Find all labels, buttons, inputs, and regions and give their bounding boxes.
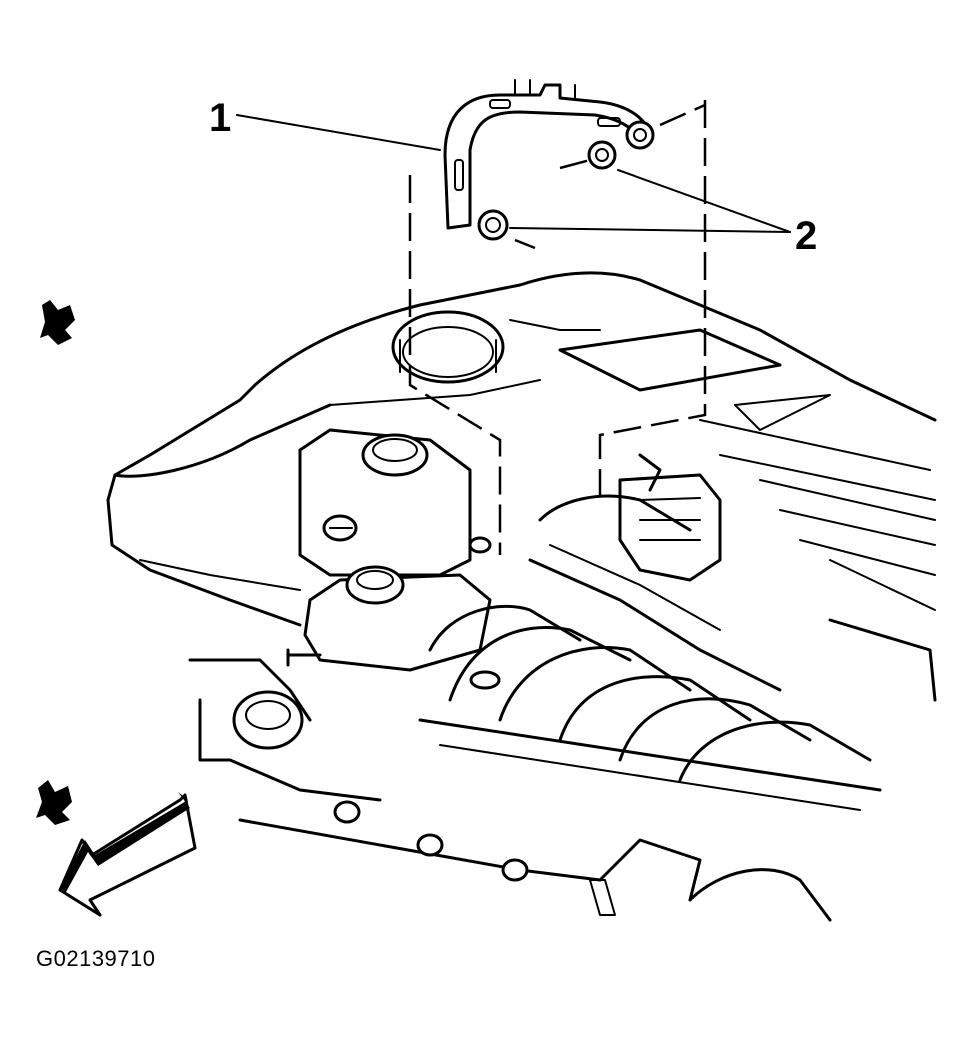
front-direction-arrow-icon: [58, 792, 197, 917]
coolant-reservoir: [298, 428, 492, 577]
engine-block: [188, 658, 832, 922]
scan-smudge-icon: [36, 300, 75, 825]
engine-cover: [106, 271, 937, 702]
callout-label-2: 2: [795, 214, 818, 258]
projection-lines: [408, 100, 707, 555]
figure-id-label: G02139710: [36, 946, 156, 971]
upper-nut-part: [587, 120, 655, 170]
bracket-part: [443, 79, 655, 241]
intake-runners: [418, 494, 882, 811]
wiring-connector: [618, 453, 722, 582]
lower-nut-part: [477, 209, 509, 241]
callout-label-1: 1: [209, 96, 232, 140]
leader-lines: [236, 114, 791, 233]
